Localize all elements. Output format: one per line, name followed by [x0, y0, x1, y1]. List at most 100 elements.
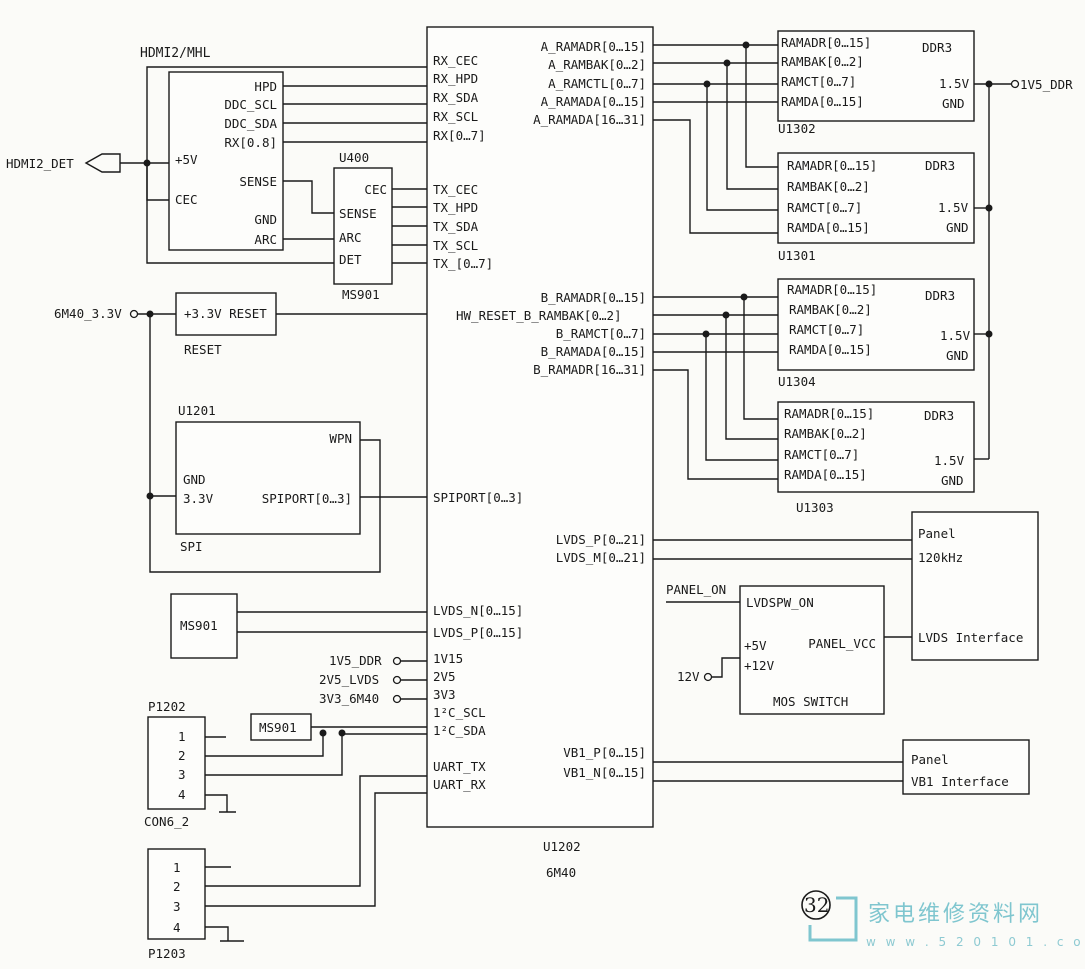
main-ic-pin: B_RAMADR[0…15]: [541, 290, 646, 305]
spi-pin: 3.3V: [183, 491, 214, 506]
ddr-chip-u1302: RAMADR[0…15] RAMBAK[0…2] RAMCT[0…7] RAMD…: [777, 30, 975, 136]
ddr-supply-port: [1010, 79, 1020, 89]
hdmi-pin: GND: [254, 212, 277, 227]
main-ic-pin: 3V3: [433, 687, 456, 702]
u400-ref: U400: [339, 150, 369, 165]
main-ic-pin: A_RAMBAK[0…2]: [548, 57, 646, 72]
main-ic-pin: TX_SCL: [433, 238, 478, 253]
main-ic-ref: U1202: [543, 839, 581, 854]
main-ic-pin: LVDS_M[0…21]: [556, 550, 646, 565]
ddr-ref: U1302: [778, 121, 816, 136]
p1202-pin: 3: [178, 767, 186, 782]
power-net-label: 3V3_6M40: [319, 691, 379, 706]
hdmi-det-label: HDMI2_DET: [6, 156, 74, 171]
main-ic-pin: 1V15: [433, 651, 463, 666]
spi-pin: WPN: [329, 431, 352, 446]
bus-junction: [702, 330, 710, 338]
p1202-pin: 1: [178, 729, 186, 744]
ddr-pwr: 1.5V: [940, 328, 971, 343]
reset-net-port: [129, 309, 139, 319]
rail-junction: [985, 204, 993, 212]
p1202-pin: 2: [178, 748, 186, 763]
ddr-pin: RAMDA[0…15]: [787, 220, 870, 235]
ddr-gnd: GND: [946, 220, 969, 235]
mos-pin: +5V: [744, 638, 767, 653]
main-ic-pin: RX[0…7]: [433, 128, 486, 143]
ddr-pin: RAMBAK[0…2]: [781, 54, 864, 69]
u400-pin: DET: [339, 252, 362, 267]
p1203-pin: 4: [173, 920, 181, 935]
hdmi-pin: SENSE: [239, 174, 277, 189]
reset-junction: [146, 310, 154, 318]
ddr-ref: U1303: [796, 500, 834, 515]
i2c-junction: [319, 729, 327, 737]
lvds-wires: [653, 539, 912, 638]
ddr-bus-a: [653, 44, 778, 234]
main-ic-pin: B_RAMADA[0…15]: [541, 344, 646, 359]
power-net-label: 1V5_DDR: [329, 653, 382, 668]
spi-pin: GND: [183, 472, 206, 487]
u400-pin: SENSE: [339, 206, 377, 221]
ddr-pin: RAMADR[0…15]: [787, 282, 877, 297]
u400-pin: CEC: [364, 182, 387, 197]
ddr-pin: RAMCT[0…7]: [784, 447, 859, 462]
u400-part: MS901: [342, 287, 380, 302]
spi-ref: U1201: [178, 403, 216, 418]
ddr-supply-label: 1V5_DDR: [1020, 77, 1073, 92]
main-ic-pin: RX_CEC: [433, 53, 478, 68]
u400-chip: U400 CEC SENSE ARC DET MS901: [333, 150, 393, 302]
rail-junction: [985, 80, 993, 88]
main-ic-pin: TX_[0…7]: [433, 256, 493, 271]
reset-net-label: 6M40_3.3V: [54, 306, 122, 321]
main-ic-pin: TX_HPD: [433, 200, 478, 215]
ms901-i2c-block: MS901: [250, 713, 312, 741]
main-ic-pin: UART_TX: [433, 759, 486, 774]
mos-12v-port: [703, 672, 713, 682]
ddr-pin: RAMADR[0…15]: [784, 406, 874, 421]
ddr-ref: U1304: [778, 374, 816, 389]
bus-junction: [703, 80, 711, 88]
mos-switch: PANEL_ON LVDSPW_ON +5V +12V PANEL_VCC MO…: [666, 582, 885, 715]
main-ic-pin: RX_SCL: [433, 109, 478, 124]
main-ic-pin: A_RAMCTL[0…7]: [548, 76, 646, 91]
ddr-gnd: GND: [946, 348, 969, 363]
main-ic-pin: LVDS_P[0…15]: [433, 625, 523, 640]
mos-12v-label: 12V: [677, 669, 700, 684]
ddr-supply-rail: [974, 83, 1012, 460]
panel-lvds-line1: Panel: [918, 526, 956, 541]
hdmi-junction: [143, 159, 151, 167]
mos-pin: PANEL_VCC: [808, 636, 876, 651]
ddr-type: DDR3: [924, 408, 954, 423]
ddr-pin: RAMCT[0…7]: [781, 74, 856, 89]
u400-pin: ARC: [339, 230, 362, 245]
spi-wires: [149, 439, 427, 573]
ddr-pin: RAMBAK[0…2]: [784, 426, 867, 441]
ddr-chip-u1301: RAMADR[0…15] RAMBAK[0…2] RAMCT[0…7] RAMD…: [777, 152, 975, 263]
ms901-i2c-label: MS901: [259, 720, 297, 735]
mos-pin: LVDSPW_ON: [746, 595, 814, 610]
p1203-pin: 1: [173, 860, 181, 875]
p1202-part: CON6_2: [144, 814, 189, 829]
ddr-pin: RAMDA[0…15]: [789, 342, 872, 357]
p1203-pin: 3: [173, 899, 181, 914]
ddr-ref: U1301: [778, 248, 816, 263]
ddr-gnd: GND: [941, 473, 964, 488]
hdmi-pin: HPD: [254, 79, 277, 94]
watermark-logo-icon: [808, 896, 858, 942]
ddr-pwr: 1.5V: [938, 200, 969, 215]
ddr-chip-u1303: RAMADR[0…15] RAMBAK[0…2] RAMCT[0…7] RAMD…: [777, 401, 975, 515]
ddr-pin: RAMBAK[0…2]: [789, 302, 872, 317]
main-ic-pin: LVDS_P[0…21]: [556, 532, 646, 547]
p1202-ref: P1202: [148, 699, 186, 714]
rail-junction: [985, 330, 993, 338]
ms901-lvds-wires: [237, 611, 427, 633]
hdmi-pin: ARC: [254, 232, 277, 247]
hdmi-det-port: [84, 153, 121, 173]
vb1-wires: [653, 761, 903, 782]
p1203-pin: 2: [173, 879, 181, 894]
reset-box-label: +3.3V RESET: [184, 306, 267, 321]
connector-p1203: 1 2 3 4 P1203: [147, 848, 206, 961]
mos-pin: +12V: [744, 658, 775, 673]
reset-name: RESET: [184, 342, 222, 357]
panel-lvds-line3: LVDS Interface: [918, 630, 1023, 645]
